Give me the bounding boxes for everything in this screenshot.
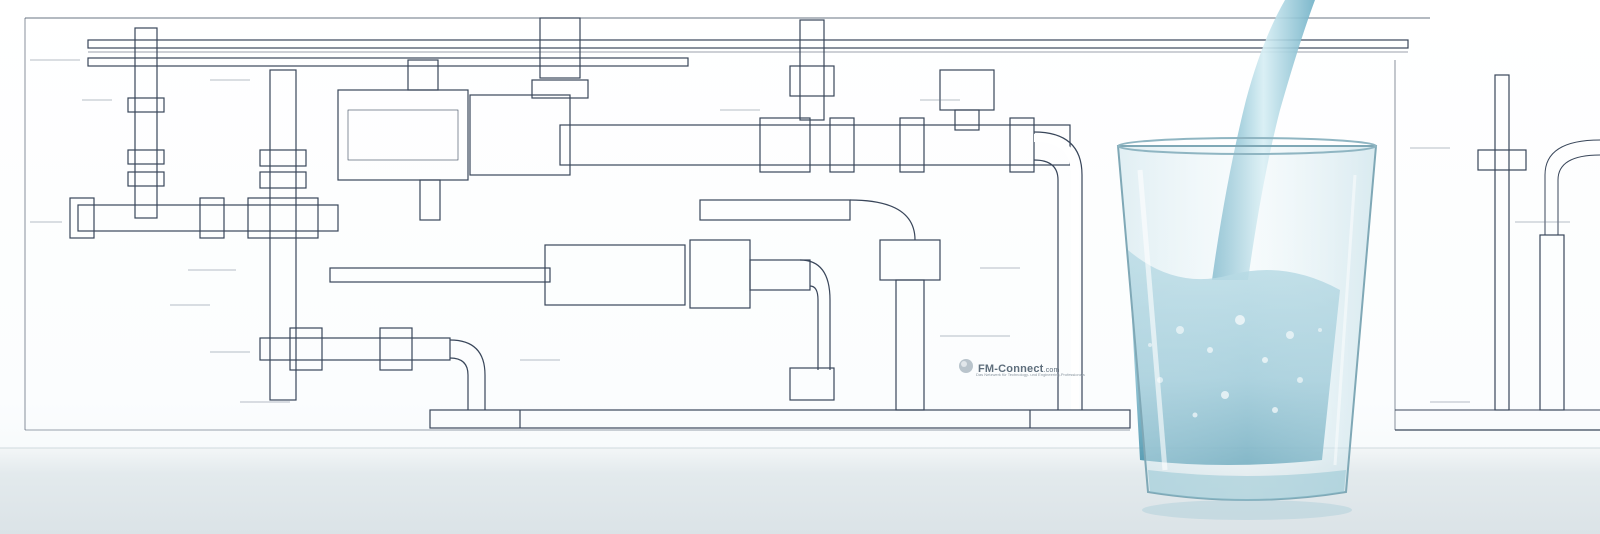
watermark-tagline: Das Netzwerk für Technology- und Enginee… — [976, 372, 1085, 377]
logo-mark-icon — [958, 358, 974, 379]
fm-connect-watermark: FM-Connect.com Das Netzwerk für Technolo… — [958, 358, 1085, 379]
watermark-name: FM-Connect.com — [978, 362, 1060, 375]
